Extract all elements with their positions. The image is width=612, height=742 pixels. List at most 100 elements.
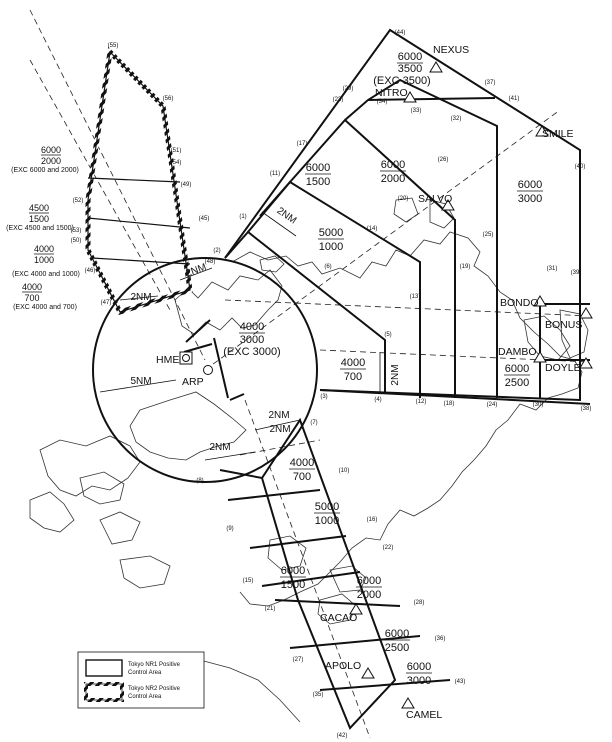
fix-salvo: SALVO	[418, 193, 452, 205]
area-lower: 700	[293, 471, 311, 483]
boundary-point-label: (22)	[383, 545, 394, 551]
area-upper: 6000	[385, 628, 409, 640]
area-upper: 5000	[315, 501, 339, 513]
legend-nr2-label-line1: Tokyo NR2 Positive	[128, 686, 181, 692]
boundary-point-label: (13)	[410, 294, 421, 300]
boundary-point-label: (30)	[533, 402, 544, 408]
fix-names: NEXUS NITRO SMILE SALVO BONDO BONUS DAMB…	[156, 44, 582, 721]
area-upper: 6000	[41, 145, 61, 155]
legend-nr2-swatch	[84, 682, 124, 702]
boundary-point-label: (48)	[205, 259, 216, 265]
area-lower: 1500	[29, 214, 49, 224]
boundary-point-label: (52)	[73, 198, 84, 204]
boundary-point-label: (23)	[333, 97, 344, 103]
area-south-6: 6000 3000	[406, 661, 432, 687]
area-lower: 2500	[385, 642, 409, 654]
fix-camel: CAMEL	[406, 709, 442, 721]
boundary-point-label: (38)	[581, 406, 592, 412]
area-upper: 6000	[407, 661, 431, 673]
area-upper: 5000	[319, 227, 343, 239]
area-lower: 3000	[407, 675, 431, 687]
boundary-point-label: (51)	[171, 148, 182, 154]
boundary-point-label: (47)	[101, 300, 112, 306]
boundary-point-label: (40)	[575, 164, 586, 170]
area-lower: 3000	[518, 193, 542, 205]
fix-nitro: NITRO	[375, 87, 408, 99]
area-lower: 3500	[398, 63, 422, 75]
area-lower: 700	[24, 293, 39, 303]
area-lower: 2000	[41, 156, 61, 166]
boundary-point-label: (49)	[181, 182, 192, 188]
boundary-point-label: (45)	[199, 216, 210, 222]
boundary-point-label: (50)	[71, 238, 82, 244]
boundary-point-label: (16)	[367, 517, 378, 523]
area-south-4: 6000 2000	[356, 575, 382, 601]
boundary-point-label: (19)	[460, 264, 471, 270]
area-upper: 4500	[29, 203, 49, 213]
legend-nr1-swatch	[85, 659, 123, 677]
area-exception: (EXC 4000 and 700)	[13, 304, 77, 311]
area-exception: (EXC 3000)	[223, 346, 280, 358]
area-south-5: 6000 2500	[384, 628, 410, 654]
boundary-point-label: (46)	[85, 268, 96, 274]
fix-nexus: NEXUS	[433, 44, 469, 56]
area-east-low: 4000 700	[340, 357, 366, 383]
nr1-boundaries	[92, 28, 591, 730]
boundary-point-label: (26)	[438, 157, 449, 163]
boundary-point-label: (54)	[171, 160, 182, 166]
boundary-point-label: (17)	[297, 141, 308, 147]
boundary-point-label: (6)	[324, 264, 331, 270]
boundary-point-label: (5)	[384, 332, 391, 338]
boundary-point-label: (18)	[444, 401, 455, 407]
area-lower: 1500	[281, 579, 305, 591]
area-upper: 4000	[22, 282, 42, 292]
area-upper: 4000	[240, 321, 264, 333]
boundary-point-label: (10)	[339, 468, 350, 474]
fix-hme: HME	[156, 354, 179, 366]
area-east-corner: 6000 2500	[504, 363, 530, 389]
area-lower: 700	[344, 371, 362, 383]
boundary-point-label: (12)	[416, 399, 427, 405]
boundary-point-numbers: (1)(2)(3)(4)(5)(6)(7)(8)(9)(10)(11)(12)(…	[71, 30, 592, 739]
boundary-point-label: (37)	[485, 80, 496, 86]
boundary-point-label: (1)	[239, 214, 246, 220]
boundary-point-label: (36)	[435, 636, 446, 642]
area-upper: 6000	[306, 162, 330, 174]
area-upper: 4000	[290, 457, 314, 469]
area-south-1: 4000 700	[289, 457, 315, 483]
area-east-mid-1: 6000 2000	[380, 159, 406, 185]
boundary-point-label: (25)	[483, 232, 494, 238]
area-east-right: 6000 3000	[517, 179, 543, 205]
fix-doyle: DOYLE	[545, 362, 581, 374]
area-lower: 1500	[306, 176, 330, 188]
area-lower: 1000	[34, 255, 54, 265]
boundary-point-label: (53)	[71, 228, 82, 234]
fix-arp: ARP	[182, 376, 204, 388]
boundary-point-label: (8)	[196, 478, 203, 484]
fix-dambo: DAMBO	[498, 346, 537, 358]
distance-label: 5NM	[130, 376, 151, 387]
legend-nr2-label-line2: Control Area	[128, 694, 162, 700]
area-upper: 4000	[34, 244, 54, 254]
boundary-point-label: (43)	[455, 679, 466, 685]
area-exception: (EXC 4000 and 1000)	[12, 271, 80, 278]
boundary-point-label: (9)	[226, 526, 233, 532]
area-lower: 2000	[381, 173, 405, 185]
boundary-point-label: (3)	[320, 394, 327, 400]
boundary-point-label: (7)	[310, 420, 317, 426]
fix-apolo: APOLO	[325, 660, 361, 672]
area-upper: 6000	[281, 565, 305, 577]
boundary-point-label: (34)	[377, 99, 388, 105]
area-exception: (EXC 3500)	[373, 75, 430, 87]
boundary-point-label: (11)	[270, 171, 280, 177]
area-lower: 1000	[319, 241, 343, 253]
boundary-point-label: (31)	[547, 266, 558, 272]
fix-smile: SMILE	[542, 128, 574, 140]
legend: Tokyo NR1 Positive Control Area Tokyo NR…	[77, 651, 205, 709]
boundary-point-label: (4)	[374, 397, 381, 403]
area-south-3: 6000 1500	[280, 565, 306, 591]
legend-nr1-label-line2: Control Area	[128, 670, 162, 676]
fix-bondo: BONDO	[500, 297, 539, 309]
area-lower: 3000	[240, 334, 264, 346]
area-west-2: 4500 1500 (EXC 4500 and 1500)	[6, 203, 74, 232]
